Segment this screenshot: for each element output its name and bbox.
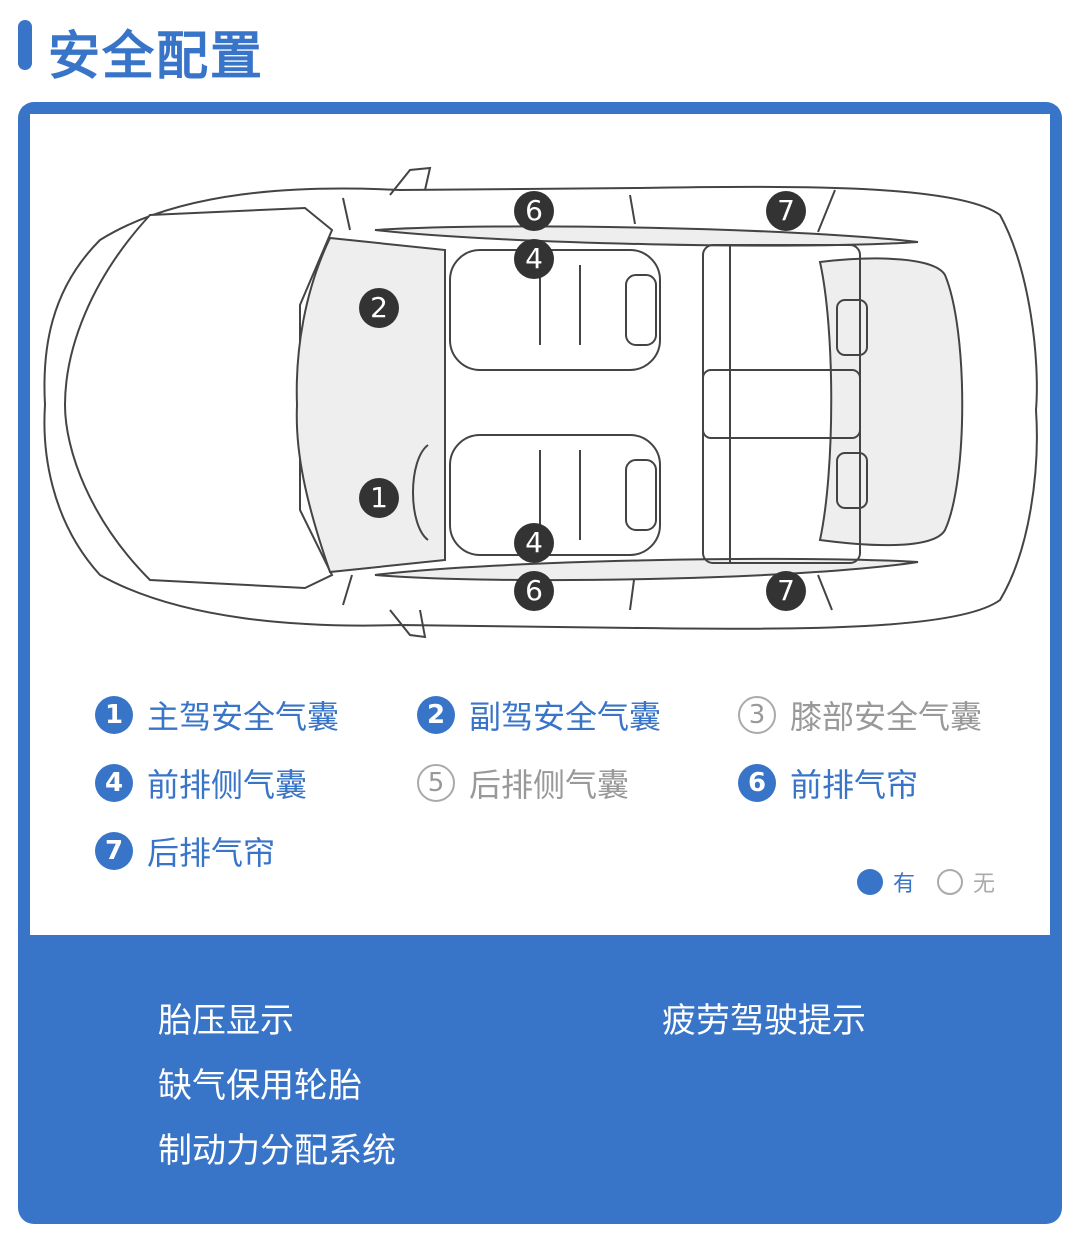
legend-label: 前排侧气囊 — [147, 766, 308, 804]
marker-passenger-airbag: 2 — [359, 288, 399, 328]
legend-number: 5 — [417, 764, 455, 802]
legend-label: 膝部安全气囊 — [790, 698, 983, 736]
page-title: 安全配置 — [48, 27, 265, 87]
legend-item: 7 后排气帘 — [95, 828, 275, 874]
legend-label: 前排气帘 — [790, 766, 919, 804]
legend-item: 2 副驾安全气囊 — [417, 692, 661, 738]
key-present: 有 — [857, 866, 915, 898]
key-no-label: 无 — [973, 872, 996, 897]
legend-label: 副驾安全气囊 — [469, 698, 662, 736]
feature-item: 疲劳驾驶提示 — [662, 1001, 866, 1041]
marker-rear-curtain: 7 — [766, 191, 806, 231]
marker-rear-curtain: 7 — [766, 571, 806, 611]
legend-label: 后排气帘 — [147, 834, 276, 872]
feature-item: 制动力分配系统 — [158, 1131, 396, 1171]
feature-item: 缺气保用轮胎 — [158, 1066, 362, 1106]
legend-item: 3 膝部安全气囊 — [738, 692, 982, 738]
legend-label: 主驾安全气囊 — [147, 698, 340, 736]
legend-number: 6 — [738, 764, 776, 802]
marker-front-side-airbag: 4 — [514, 239, 554, 279]
legend-item: 5 后排侧气囊 — [417, 760, 629, 806]
feature-item: 胎压显示 — [158, 1001, 294, 1041]
legend-item: 1 主驾安全气囊 — [95, 692, 339, 738]
filled-circle-icon — [857, 869, 883, 895]
legend-label: 后排侧气囊 — [469, 766, 630, 804]
key-yes-label: 有 — [893, 872, 916, 897]
legend-number: 4 — [95, 764, 133, 802]
empty-circle-icon — [937, 869, 963, 895]
legend-number: 7 — [95, 832, 133, 870]
legend-item: 4 前排侧气囊 — [95, 760, 307, 806]
marker-driver-airbag: 1 — [359, 478, 399, 518]
legend-number: 2 — [417, 696, 455, 734]
title-accent-bar — [18, 20, 32, 70]
marker-front-curtain: 6 — [514, 571, 554, 611]
key-absent: 无 — [937, 866, 995, 898]
marker-front-side-airbag: 4 — [514, 523, 554, 563]
legend-number: 1 — [95, 696, 133, 734]
legend-number: 3 — [738, 696, 776, 734]
legend-item: 6 前排气帘 — [738, 760, 918, 806]
marker-front-curtain: 6 — [514, 191, 554, 231]
